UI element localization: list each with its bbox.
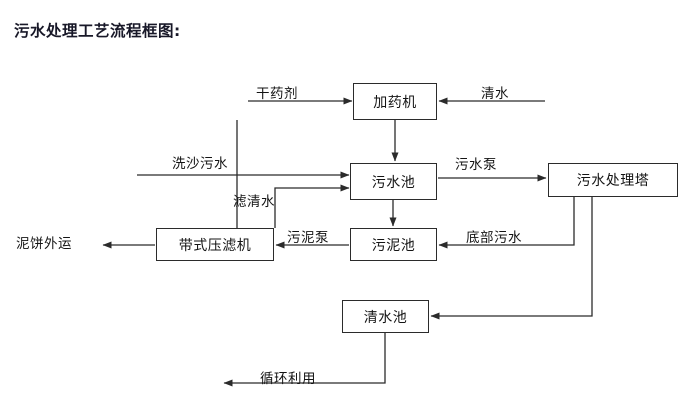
node-sewage-treatment-tower[interactable]: 污水处理塔 — [548, 163, 678, 197]
edge-label-filtrate: 滤清水 — [233, 194, 275, 210]
node-belt-filter-press[interactable]: 带式压滤机 — [156, 228, 274, 261]
edge-label-recycle-use: 循环利用 — [260, 371, 316, 387]
edge-label-sand-washing-sewage: 洗沙污水 — [172, 156, 228, 172]
node-sewage-pool[interactable]: 污水池 — [350, 163, 437, 200]
edge-label-dry-agent: 干药剂 — [256, 86, 298, 102]
page-title: 污水处理工艺流程框图: — [14, 22, 181, 40]
node-sludge-pool[interactable]: 污泥池 — [350, 228, 437, 261]
wire-dosing-branch — [237, 120, 395, 135]
node-clear-water-pool-label: 清水池 — [363, 309, 408, 326]
edge-label-mud-cake-transport: 泥饼外运 — [16, 236, 72, 252]
edge-label-sludge-pump: 污泥泵 — [287, 230, 329, 246]
node-clear-water-pool[interactable]: 清水池 — [342, 300, 429, 333]
node-sewage-treatment-tower-label: 污水处理塔 — [576, 173, 650, 189]
wire-tower-to-clear-pool — [430, 197, 593, 320]
wire-filtrate-to-sewage-pool — [274, 184, 350, 228]
node-sewage-pool-label: 污水池 — [371, 174, 416, 191]
edge-label-bottom-sewage: 底部污水 — [466, 230, 522, 246]
edge-label-clean-water: 清水 — [481, 86, 509, 102]
node-dosing-machine-label: 加药机 — [373, 94, 417, 111]
node-belt-filter-press-label: 带式压滤机 — [178, 237, 252, 254]
edge-label-sewage-pump: 污水泵 — [455, 157, 497, 173]
node-dosing-machine[interactable]: 加药机 — [353, 83, 437, 120]
node-sludge-pool-label: 污泥池 — [371, 237, 416, 254]
